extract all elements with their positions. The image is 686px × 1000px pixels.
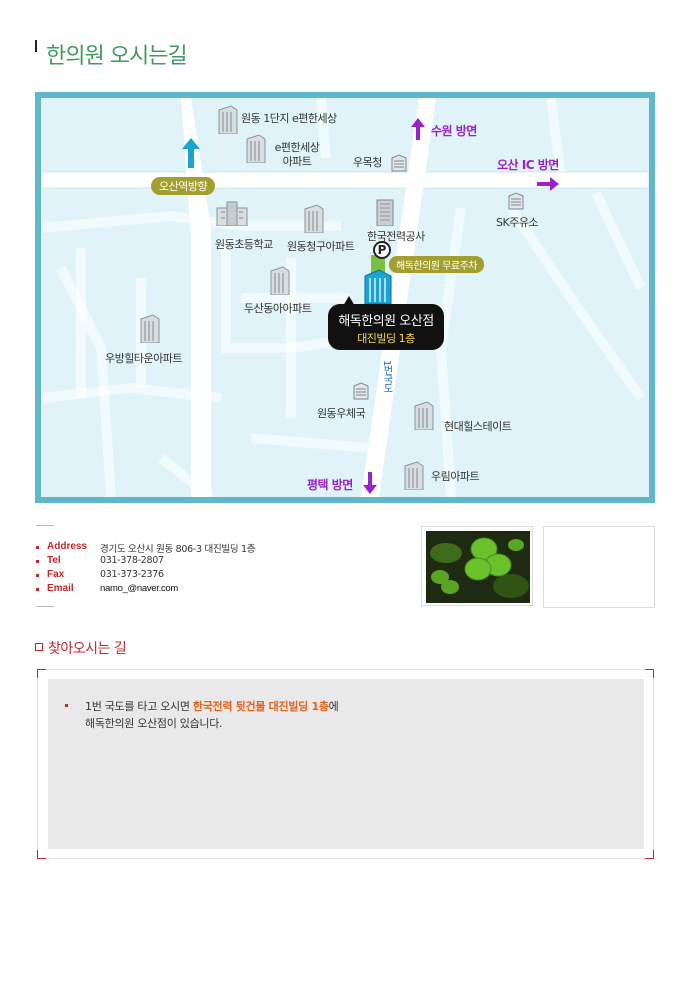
directions-box: 1번 국도를 타고 오시면 한국전력 뒷건물 대진빌딩 1층에 해독한의원 오산… bbox=[37, 669, 654, 859]
map-roads bbox=[41, 98, 649, 497]
clinic-callout: 해독한의원 오산점 대진빌딩 1층 bbox=[328, 304, 444, 350]
arrow-up-icon bbox=[411, 118, 425, 140]
arrow-down-icon bbox=[363, 472, 377, 494]
address-value: 경기도 오산시 원동 806-3 대진빌딩 1층 bbox=[100, 544, 256, 555]
contact-info: Address 경기도 오산시 원동 806-3 대진빌딩 1층 Tel 031… bbox=[35, 522, 425, 612]
building-icon bbox=[404, 461, 424, 490]
callout-subtitle: 대진빌딩 1층 bbox=[357, 332, 415, 345]
corner-mark bbox=[37, 669, 46, 678]
parking-pill: 해독한의원 무료주차 bbox=[389, 256, 484, 273]
map-label: 우방힐타운아파트 bbox=[105, 352, 182, 365]
building-icon bbox=[246, 134, 266, 163]
bullet-icon bbox=[65, 704, 68, 707]
map-label: 우목청 bbox=[353, 156, 382, 169]
building-icon bbox=[304, 204, 324, 233]
directions-content: 1번 국도를 타고 오시면 한국전력 뒷건물 대진빌딩 1층에 해독한의원 오산… bbox=[48, 679, 644, 849]
map-label: 원동 1단지 e편한세상 bbox=[241, 112, 337, 125]
building-icon bbox=[376, 199, 394, 226]
directions-title-text: 찾아오시는 길 bbox=[48, 641, 127, 657]
map-label: 원동우체국 bbox=[317, 407, 366, 420]
corner-mark bbox=[37, 850, 46, 859]
osan-station-pill: 오산역방향 bbox=[151, 177, 216, 195]
map-label-line: e편한세상 bbox=[274, 141, 320, 154]
divider bbox=[36, 525, 54, 526]
clover-photo bbox=[426, 531, 530, 603]
callout-tail bbox=[343, 296, 355, 306]
arrow-right-icon bbox=[537, 177, 559, 191]
address-label: Address bbox=[47, 541, 88, 552]
map-label: 두산동아아파트 bbox=[244, 302, 312, 315]
page-title: 한의원 오시는길 bbox=[46, 44, 188, 69]
arrow-up-icon bbox=[182, 138, 200, 168]
photo-frame bbox=[421, 526, 533, 606]
building-icon bbox=[140, 314, 160, 343]
building-icon bbox=[218, 105, 238, 134]
title-bar-icon bbox=[35, 40, 37, 52]
directions-line1-pre: 1번 국도를 타고 오시면 bbox=[85, 700, 193, 713]
callout-title: 해독한의원 오산점 bbox=[338, 314, 434, 329]
tel-label: Tel bbox=[47, 555, 61, 566]
small-building-icon bbox=[353, 382, 369, 400]
directions-line2: 해독한의원 오산점이 있습니다. bbox=[85, 717, 223, 730]
email-label: Email bbox=[47, 583, 74, 594]
photo-frame-empty bbox=[543, 526, 655, 608]
bullet-icon bbox=[36, 546, 39, 549]
map-label: 한국전력공사 bbox=[367, 230, 425, 243]
building-icon bbox=[270, 266, 290, 295]
bullet-icon bbox=[36, 560, 39, 563]
fax-label: Fax bbox=[47, 569, 65, 580]
bullet-icon bbox=[36, 574, 39, 577]
direction-label: 평택 방면 bbox=[307, 478, 353, 492]
map-label: SK주유소 bbox=[496, 216, 539, 229]
corner-mark bbox=[645, 669, 654, 678]
location-map: P 해독한의원 무료주차 오산역방향 원동 1단지 e편한세상 e편한세상 아파… bbox=[35, 92, 655, 503]
small-building-icon bbox=[508, 192, 524, 210]
map-label: 원동청구아파트 bbox=[287, 240, 355, 253]
square-bullet-icon bbox=[35, 643, 43, 651]
bullet-icon bbox=[36, 588, 39, 591]
directions-line1: 1번 국도를 타고 오시면 한국전력 뒷건물 대진빌딩 1층에 bbox=[85, 698, 339, 715]
divider bbox=[36, 606, 54, 607]
clover-icon bbox=[426, 531, 530, 603]
directions-title: 찾아오시는 길 bbox=[35, 638, 127, 658]
directions-line1-post: 에 bbox=[328, 700, 339, 713]
map-label: 우림아파트 bbox=[431, 470, 480, 483]
clinic-building-icon bbox=[364, 269, 392, 305]
direction-label: 오산 IC 방면 bbox=[497, 158, 559, 172]
map-label: 원동초등학교 bbox=[215, 238, 273, 251]
directions-highlight: 한국전력 뒷건물 대진빌딩 1층 bbox=[192, 700, 329, 713]
tel-value: 031-378-2807 bbox=[100, 555, 164, 566]
road-label: 1번국도 bbox=[381, 360, 392, 393]
small-building-icon bbox=[391, 154, 407, 172]
map-label-line: 아파트 bbox=[282, 155, 312, 168]
email-link[interactable]: namo_@naver.com bbox=[100, 583, 179, 594]
direction-label: 수원 방면 bbox=[431, 124, 477, 138]
directions-text: 1번 국도를 타고 오시면 한국전력 뒷건물 대진빌딩 1층에 해독한의원 오산… bbox=[85, 698, 339, 732]
fax-value: 031-373-2376 bbox=[100, 569, 164, 580]
parking-icon: P bbox=[373, 241, 391, 259]
corner-mark bbox=[645, 850, 654, 859]
school-icon bbox=[216, 201, 248, 226]
map-label: e편한세상 아파트 bbox=[269, 141, 325, 169]
map-label: 현대힐스테이트 bbox=[444, 420, 512, 433]
building-icon bbox=[414, 401, 434, 430]
